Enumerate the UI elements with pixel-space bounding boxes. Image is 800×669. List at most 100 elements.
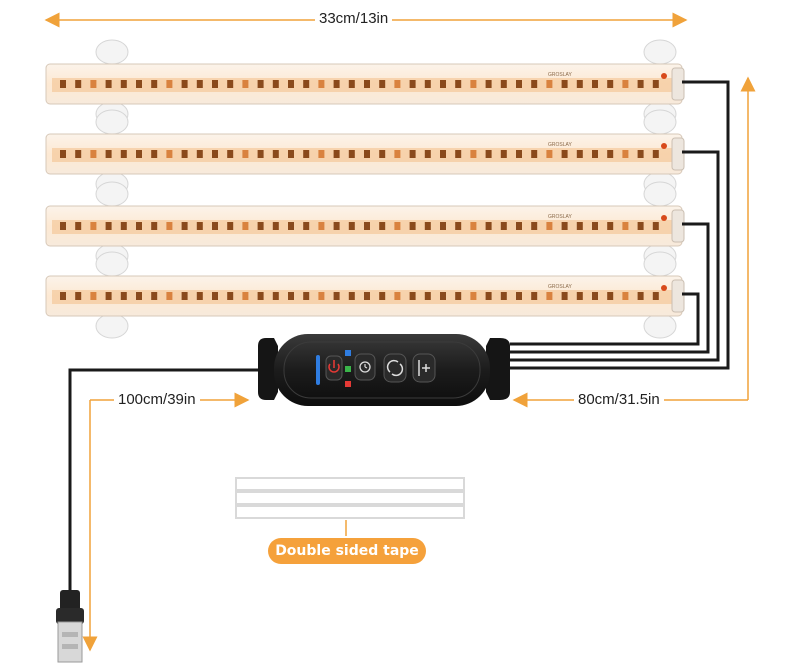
led-chip [531, 80, 538, 88]
led-chip [120, 222, 127, 230]
brightness-plus-button[interactable] [412, 353, 436, 383]
led-chip [394, 222, 401, 230]
led-chip [440, 222, 446, 230]
led-chip [105, 80, 112, 88]
led-chip [303, 150, 310, 158]
led-chip [546, 222, 553, 230]
led-chip [470, 292, 477, 300]
led-chip [561, 292, 568, 300]
led-chip [576, 150, 583, 158]
led-chip [151, 150, 158, 158]
bar-connector [661, 143, 667, 149]
bar-cables [510, 80, 730, 370]
led-chip [379, 292, 386, 300]
mode-cycle-button[interactable] [383, 353, 407, 383]
led-chip [272, 222, 279, 230]
usb-cable-length-label: 100cm/39in [114, 391, 200, 409]
led-chip [333, 222, 340, 230]
led-chip [516, 80, 522, 88]
led-chip [652, 150, 659, 158]
indicator-blue [345, 350, 351, 356]
led-chip [500, 292, 507, 300]
led-chip [409, 80, 416, 88]
led-chip [440, 80, 446, 88]
mounting-clip [95, 251, 129, 277]
led-chip [196, 80, 203, 88]
bar-end-cap [671, 209, 685, 243]
led-chip [303, 80, 310, 88]
led-chip [196, 292, 203, 300]
led-chip [151, 292, 158, 300]
bar-end-cap [671, 67, 685, 101]
bar-cable-length-label: 80cm/31.5in [574, 391, 664, 409]
led-chip [424, 292, 431, 300]
led-chip [485, 222, 492, 230]
timer-icon [359, 361, 371, 373]
led-chip [272, 150, 279, 158]
led-chip [516, 222, 522, 230]
led-chip [333, 292, 340, 300]
led-bar: GROSLAY [45, 251, 685, 339]
indicator-bar-blue [316, 355, 320, 385]
led-chip [303, 222, 310, 230]
led-chip [181, 222, 188, 230]
led-chip [348, 150, 355, 158]
led-chip [455, 222, 462, 230]
led-chip [364, 222, 370, 230]
bar-brand-print: GROSLAY [548, 214, 572, 220]
led-chip [652, 222, 659, 230]
led-chip [60, 292, 66, 300]
mounting-clip [643, 181, 677, 207]
led-chip [485, 292, 492, 300]
led-chip [212, 292, 218, 300]
led-chip [120, 80, 127, 88]
led-chip [136, 292, 142, 300]
led-chip [500, 222, 507, 230]
bar-brand-print: GROSLAY [548, 284, 572, 290]
timer-button[interactable] [354, 353, 376, 381]
led-chip [592, 222, 598, 230]
led-chip [561, 222, 568, 230]
led-chip [288, 222, 294, 230]
led-chip [242, 80, 249, 88]
led-chip [607, 80, 614, 88]
tape-strips [235, 477, 465, 519]
led-chip [470, 150, 477, 158]
led-chip [637, 292, 644, 300]
led-chip [227, 222, 234, 230]
mounting-clip [643, 109, 677, 135]
led-chip [546, 80, 553, 88]
led-chip [531, 222, 538, 230]
led-chip [424, 150, 431, 158]
led-chip [166, 292, 173, 300]
led-chip [576, 222, 583, 230]
led-chip [242, 222, 249, 230]
mounting-clip [643, 39, 677, 65]
led-chip [622, 80, 629, 88]
led-bar: GROSLAY [45, 39, 685, 127]
led-chip [561, 150, 568, 158]
led-chip [151, 222, 158, 230]
led-chip [120, 292, 127, 300]
led-chip [181, 80, 188, 88]
led-chip [60, 222, 66, 230]
led-chip [637, 222, 644, 230]
led-chip [318, 292, 325, 300]
led-chip [318, 80, 325, 88]
led-chip [333, 80, 340, 88]
led-chip [455, 150, 462, 158]
power-button[interactable] [325, 355, 343, 381]
led-chip [227, 292, 234, 300]
led-chip [105, 150, 112, 158]
led-chip [90, 222, 97, 230]
led-chip [470, 80, 477, 88]
led-chip [318, 150, 325, 158]
mounting-clip [643, 313, 677, 339]
bar-connector [661, 285, 667, 291]
led-chip [576, 292, 583, 300]
led-chip [500, 150, 507, 158]
led-chip [485, 80, 492, 88]
led-chip [75, 292, 82, 300]
led-chip [166, 150, 173, 158]
tape-label: Double sided tape [268, 538, 426, 564]
